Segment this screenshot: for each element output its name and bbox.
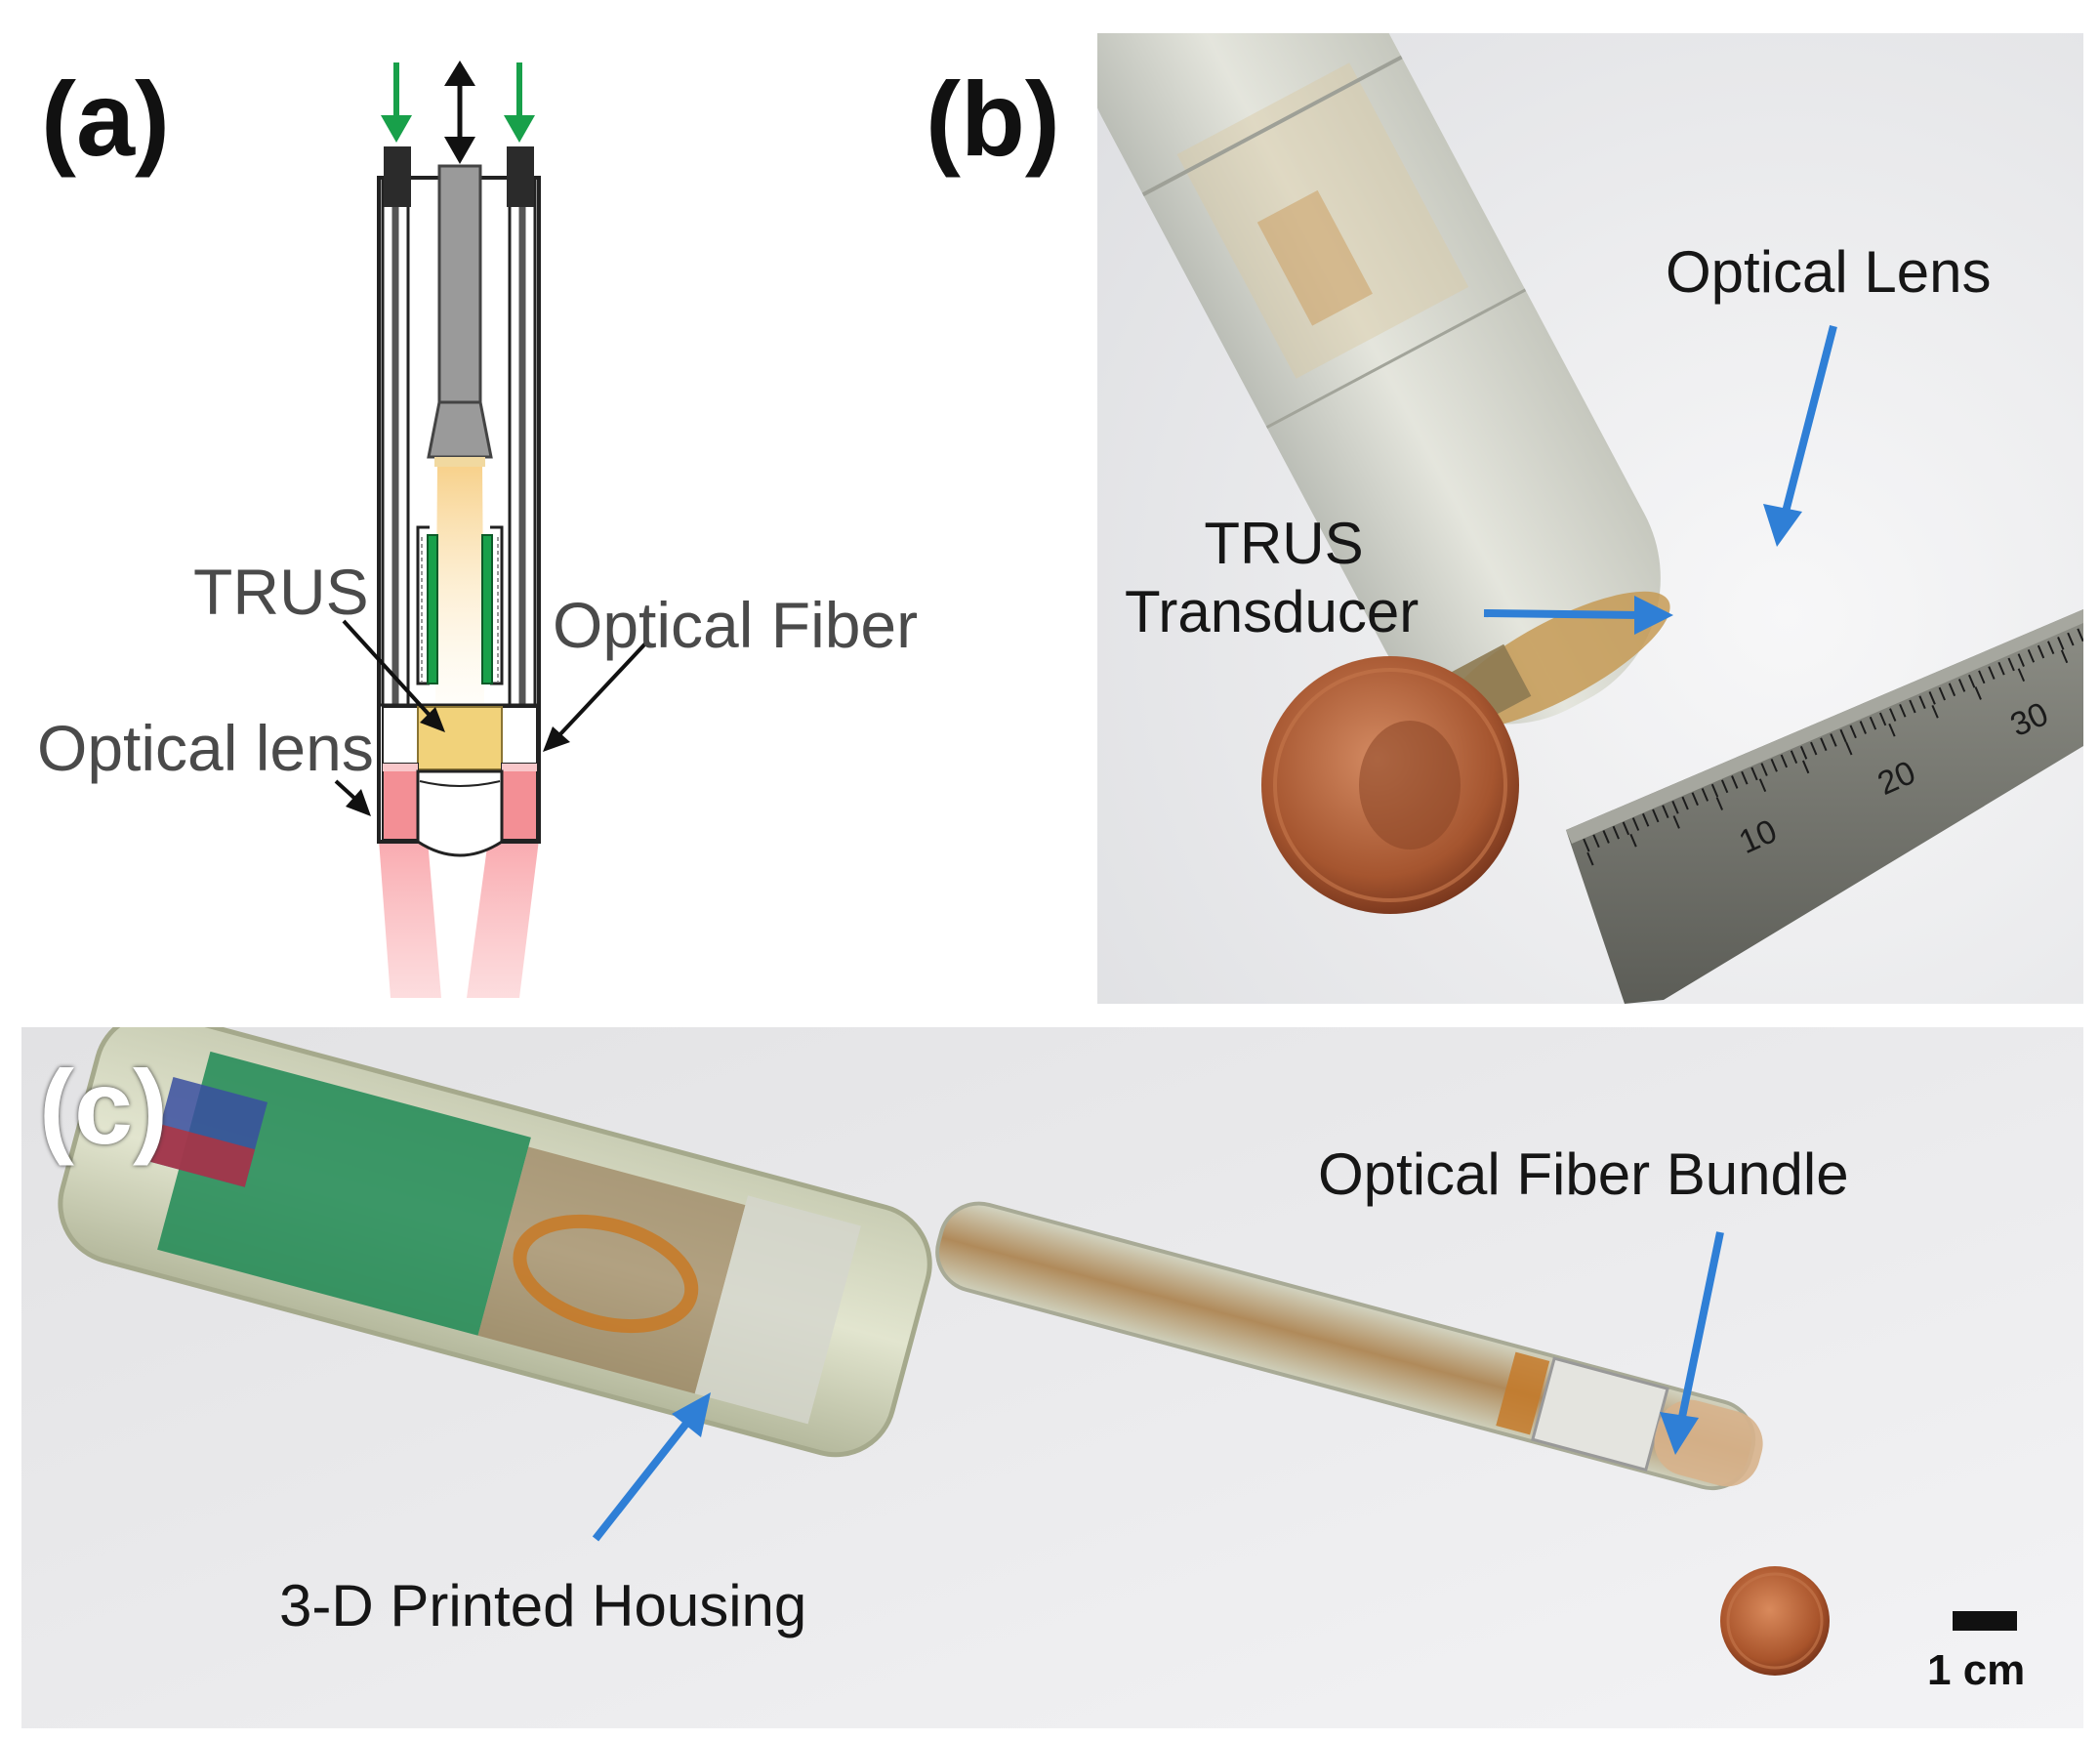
probe-handle	[58, 1027, 932, 1458]
center-rod	[437, 164, 482, 404]
trus-b-label-line2: Transducer	[1125, 579, 1420, 644]
right-fiber-connector	[507, 146, 534, 207]
optical-fiber-label: Optical Fiber	[553, 589, 919, 661]
panel-c-label: (c)	[39, 1048, 168, 1166]
left-fiber-connector	[384, 146, 411, 207]
scale-bar-label: 1 cm	[1927, 1646, 2026, 1694]
rod-taper	[427, 400, 493, 459]
acoustic-lens	[416, 769, 504, 857]
left-fiber-tip	[382, 763, 419, 841]
double-arrow	[444, 61, 475, 164]
ruler	[1566, 609, 2083, 1004]
panel-a-label: (a)	[41, 60, 170, 178]
panel-a: (a)	[0, 0, 1074, 1016]
right-optical-lens	[501, 706, 538, 765]
panel-c-photo: (c) 1 cm	[21, 1027, 2083, 1728]
left-laser-beam	[379, 840, 441, 998]
left-optical-lens	[382, 706, 419, 765]
trus-pointer-arrow	[342, 619, 445, 732]
panel-b-photo: 10 20 30	[1097, 33, 2083, 1004]
housing-label: 3-D Printed Housing	[279, 1573, 807, 1638]
fiber-bundle-label: Optical Fiber Bundle	[1318, 1141, 1849, 1207]
optical-lens-label: Optical lens	[37, 712, 374, 784]
left-green-element	[427, 534, 438, 684]
scale-bar	[1953, 1611, 2017, 1631]
optical-fiber-pointer-arrow	[543, 639, 650, 752]
left-green-arrow	[381, 62, 412, 143]
trus-label: TRUS	[193, 556, 369, 628]
right-fiber-tip	[501, 763, 538, 841]
internal-beam	[435, 467, 484, 703]
optical-lens-pointer-arrow	[334, 779, 371, 816]
probe-schematic	[334, 61, 650, 998]
panel-b-label: (b)	[926, 60, 1060, 178]
probe-tip-photo	[1097, 33, 1670, 733]
right-green-element	[481, 534, 493, 684]
optical-lens-b-label: Optical Lens	[1666, 239, 1992, 305]
penny-c	[1720, 1566, 1830, 1676]
right-laser-beam	[467, 840, 539, 998]
right-green-arrow	[504, 62, 535, 143]
trus-b-label-line1: TRUS	[1204, 511, 1364, 576]
